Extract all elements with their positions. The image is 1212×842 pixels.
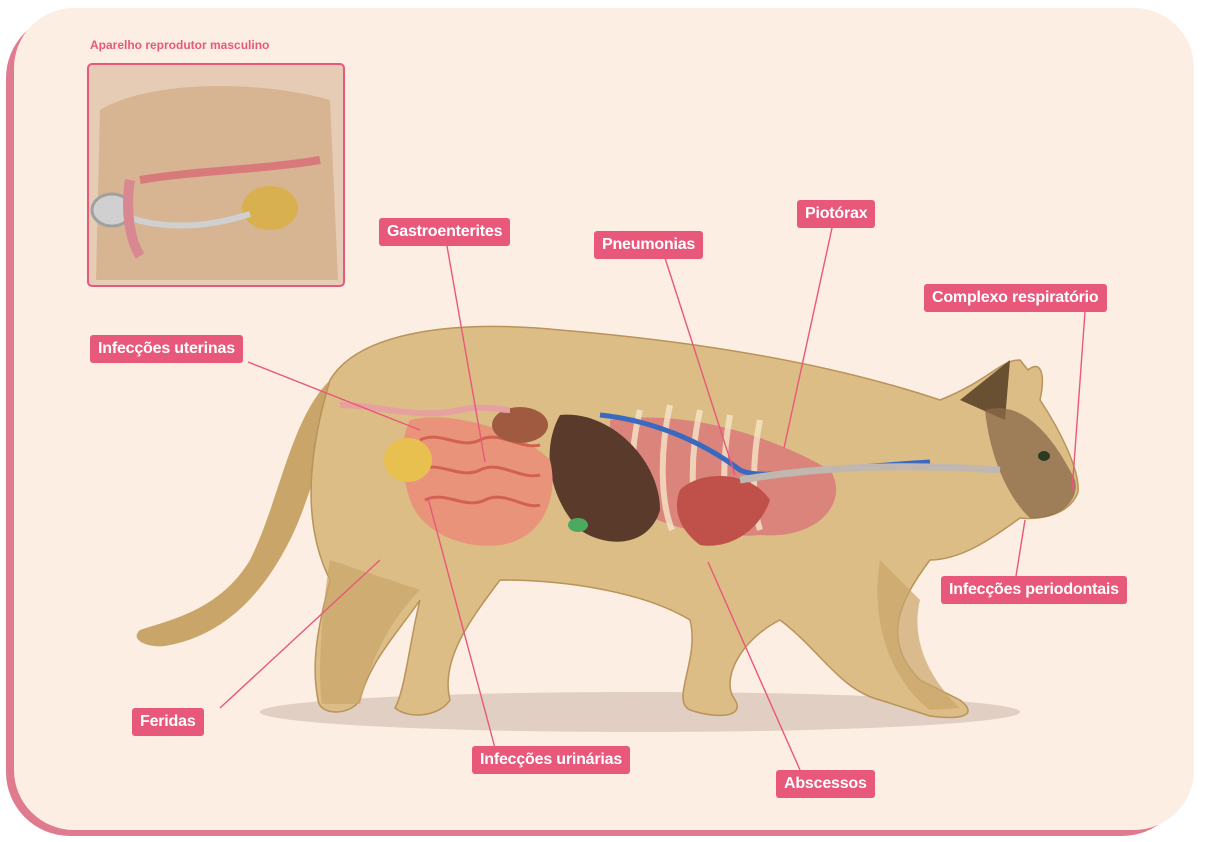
label-pneumonias: Pneumonias: [594, 231, 703, 259]
label-piotorax: Piotórax: [797, 200, 875, 228]
cat-kidney: [492, 407, 548, 443]
cat-gallbladder: [568, 518, 588, 532]
label-feridas: Feridas: [132, 708, 204, 736]
cat-eye: [1038, 451, 1050, 461]
inset-prostate: [242, 186, 298, 230]
label-infeccoes-urinarias: Infecções urinárias: [472, 746, 630, 774]
label-infeccoes-periodontais: Infecções periodontais: [941, 576, 1127, 604]
label-complexo-respiratorio: Complexo respiratório: [924, 284, 1107, 312]
cat-bladder: [384, 438, 432, 482]
label-abscessos: Abscessos: [776, 770, 875, 798]
inset-title: Aparelho reprodutor masculino: [90, 38, 269, 52]
label-gastroenterites: Gastroenterites: [379, 218, 510, 246]
label-infeccoes-uterinas: Infecções uterinas: [90, 335, 243, 363]
cat-tail: [137, 380, 340, 646]
